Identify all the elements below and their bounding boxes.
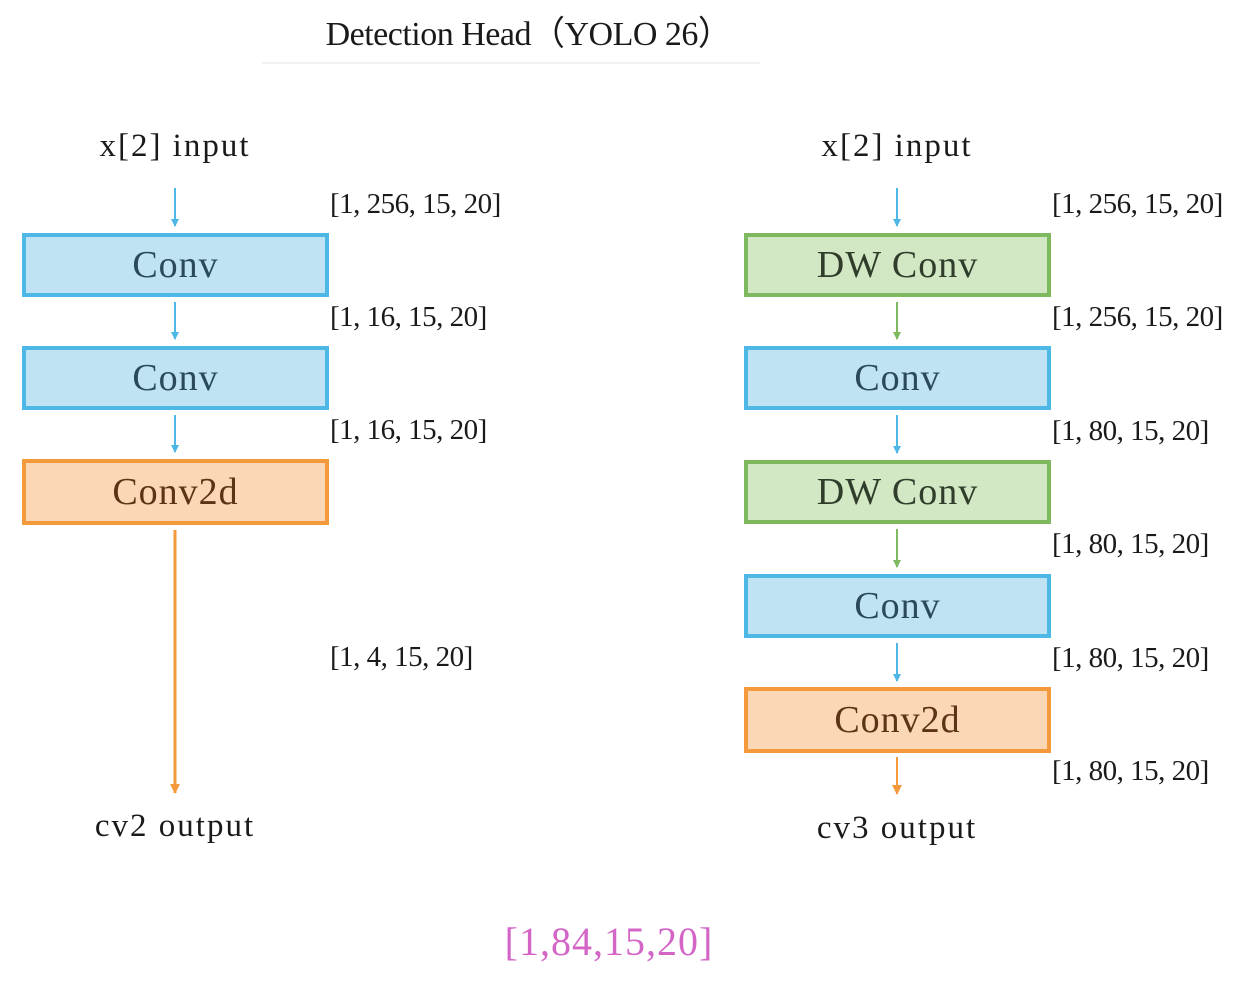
combined-output-shape: [1,84,15,20] [504,919,714,964]
left-shape-after-conv1: [1, 16, 15, 20] [330,301,487,333]
right-shape-after-conv2: [1, 80, 15, 20] [1052,642,1209,674]
left-conv2d-block: Conv2d [22,459,329,525]
right-conv-block-1: Conv [744,346,1051,410]
right-output-label: cv3 output [816,810,978,846]
title-underline [262,62,760,64]
left-shape-output: [1, 4, 15, 20] [330,641,473,673]
right-dwconv-block-1: DW Conv [744,233,1051,297]
left-output-label: cv2 output [94,808,256,844]
right-conv2d-block: Conv2d [744,687,1051,753]
right-shape-after-dwconv2: [1, 80, 15, 20] [1052,528,1209,560]
left-conv-block-1: Conv [22,233,329,297]
right-shape-output: [1, 80, 15, 20] [1052,755,1209,787]
left-shape-input: [1, 256, 15, 20] [330,188,501,220]
right-dwconv-block-2: DW Conv [744,460,1051,524]
right-shape-after-dwconv1: [1, 256, 15, 20] [1052,301,1223,333]
right-shape-after-conv1: [1, 80, 15, 20] [1052,415,1209,447]
diagram-title: Detection Head（YOLO 26） [325,16,732,53]
right-shape-input: [1, 256, 15, 20] [1052,188,1223,220]
left-conv-block-2: Conv [22,346,329,410]
left-input-label: x[2] input [99,128,251,164]
right-input-label: x[2] input [821,128,973,164]
right-conv-block-2: Conv [744,574,1051,638]
left-shape-after-conv2: [1, 16, 15, 20] [330,414,487,446]
